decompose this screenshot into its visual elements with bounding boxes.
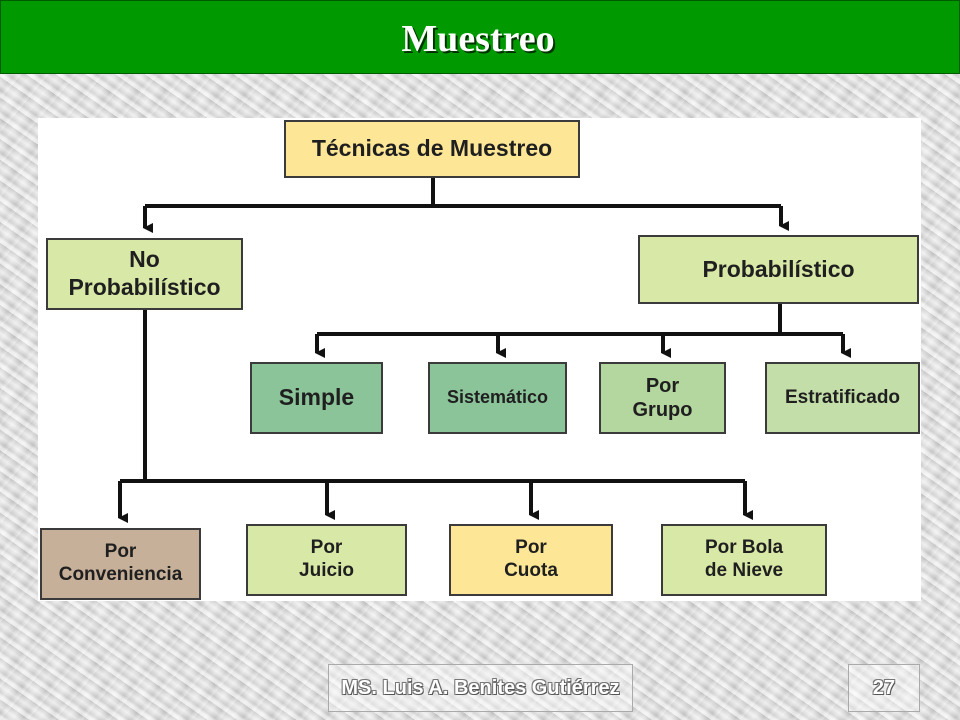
node-por-cuota: Por Cuota <box>449 524 613 596</box>
node-label: Por Grupo <box>632 375 693 421</box>
node-label: Técnicas de Muestreo <box>311 135 553 162</box>
title-bar: Muestreo <box>0 0 960 74</box>
slide-title: Muestreo <box>401 18 555 60</box>
node-label: Por Bola de Nieve <box>704 537 784 581</box>
node-label: No Probabilístico <box>68 246 221 300</box>
node-por-conveniencia: Por Conveniencia <box>40 528 201 600</box>
node-label: Por Juicio <box>299 537 354 581</box>
node-por-bola-de-nieve: Por Bola de Nieve <box>661 524 827 596</box>
node-probabilistico: Probabilístico <box>638 235 919 304</box>
node-label: Probabilístico <box>702 255 855 282</box>
connector-lines <box>118 178 851 523</box>
node-simple: Simple <box>250 362 383 434</box>
diagram-panel: Técnicas de Muestreo No Probabilístico P… <box>38 118 921 601</box>
page-number-text: 27 <box>872 676 896 699</box>
footer-page-number: 27 <box>848 664 920 712</box>
node-no-probabilistico: No Probabilístico <box>46 238 243 310</box>
node-estratificado: Estratificado <box>765 362 920 434</box>
author-text: MS. Luis A. Benites Gutiérrez <box>341 676 620 699</box>
node-label: Sistemático <box>446 387 549 408</box>
node-tecnicas-de-muestreo: Técnicas de Muestreo <box>284 120 580 178</box>
node-por-juicio: Por Juicio <box>246 524 407 596</box>
node-label: Por Conveniencia <box>58 541 183 585</box>
node-label: Simple <box>278 384 355 411</box>
node-sistematico: Sistemático <box>428 362 567 434</box>
node-label: Por Cuota <box>504 537 558 581</box>
footer-author: MS. Luis A. Benites Gutiérrez <box>328 664 633 712</box>
node-label: Estratificado <box>784 386 901 408</box>
node-por-grupo: Por Grupo <box>599 362 726 434</box>
